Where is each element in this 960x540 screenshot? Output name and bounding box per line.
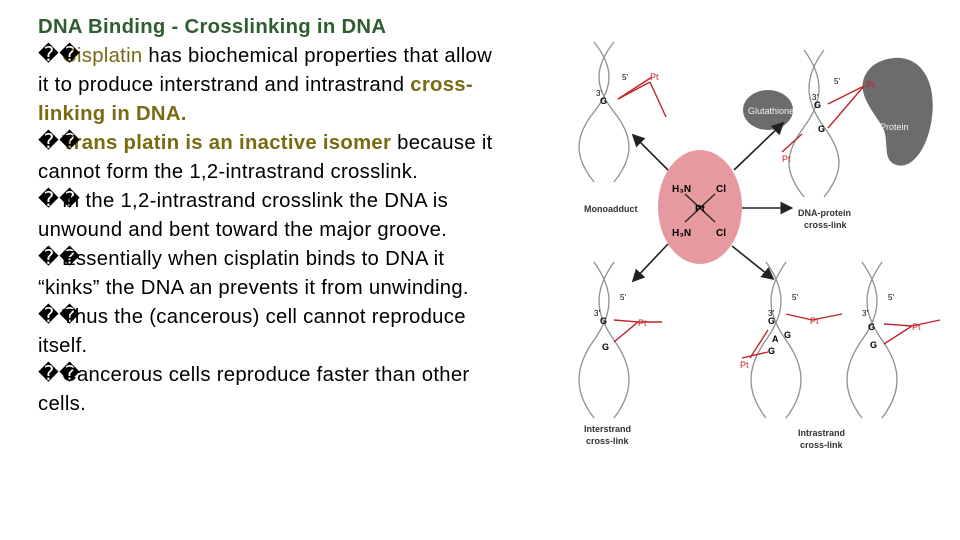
dna-helix-bottom-middle	[750, 261, 802, 419]
bullet-1: ��Cisplatin has biochemical properties t…	[38, 44, 493, 125]
pt-label-7: Pt	[912, 322, 921, 332]
five-prime-2: 5'	[834, 77, 840, 86]
protein-label: Protein	[880, 122, 909, 132]
glutathione-blob	[743, 90, 793, 130]
cisplatin-bonds	[684, 193, 716, 223]
five-prime-3: 5'	[620, 293, 626, 302]
bullet-1-emph: cross-linking in DNA.	[38, 74, 473, 125]
base-g-9: G	[868, 322, 875, 332]
interstrand-label-line-1: Interstrand	[584, 424, 631, 434]
three-prime-1: 3'	[596, 89, 602, 98]
dna-protein-label-line-2: cross-link	[804, 220, 848, 230]
five-prime-1: 5'	[622, 73, 628, 82]
bullet-1-term: Cisplatin	[62, 45, 143, 67]
pt-label-6: Pt	[740, 360, 749, 370]
base-g-3: G	[818, 124, 825, 134]
pt-label-2: Pt	[866, 80, 875, 90]
glutathione-label: Glutathione	[748, 106, 794, 116]
bullet-6: ��Cancerous cells reproduce faster than …	[38, 363, 470, 415]
base-g-7: G	[784, 330, 791, 340]
three-prime-4: 3'	[768, 309, 774, 318]
bullet-5-text: Thus the (cancerous) cell cannot reprodu…	[38, 306, 466, 357]
pt-label-3: Pt	[782, 154, 791, 164]
interstrand-label-line-2: cross-link	[586, 436, 630, 446]
bullet-6-text: Cancerous cells reproduce faster than ot…	[38, 364, 470, 415]
bullet-2: ��Trans platin is an inactive isomer bec…	[38, 131, 493, 183]
pt-label-4: Pt	[638, 318, 647, 328]
bullet-3-text: In the 1,2-intrastrand crosslink the DNA…	[38, 190, 449, 241]
cisplatin-h3n-top: H₃N	[672, 184, 691, 195]
slide-text: DNA Binding - Crosslinking in DNA ��Cisp…	[38, 13, 498, 419]
pt-label-1: Pt	[650, 72, 659, 82]
base-g-6: G	[768, 316, 775, 326]
bullet-2-text: because it cannot form the 1,2-intrastra…	[38, 132, 493, 183]
base-g-8: G	[768, 346, 775, 356]
slide-title: DNA Binding - Crosslinking in DNA	[38, 16, 387, 38]
reaction-arrows	[631, 121, 794, 283]
intrastrand-label-line-1: Intrastrand	[798, 428, 845, 438]
dna-helix-top-left	[578, 41, 630, 183]
cisplatin-crosslink-figure: H₃N Cl Pt H₃N Cl Glutathione Protein Pt …	[578, 41, 941, 450]
three-prime-5: 3'	[862, 309, 868, 318]
bullet-3: ��In the 1,2-intrastrand crosslink the D…	[38, 189, 449, 241]
base-a: A	[772, 334, 779, 344]
bullet-4-text: Essentially when cisplatin binds to DNA …	[38, 248, 469, 299]
base-g-5: G	[602, 342, 609, 352]
monoadduct-label: Monoadduct	[584, 204, 638, 214]
cisplatin-h3n-bottom: H₃N	[672, 228, 691, 239]
pt-attachment-lines	[613, 76, 941, 359]
bullet-5: ��Thus the (cancerous) cell cannot repro…	[38, 305, 466, 357]
dna-helix-bottom-right	[846, 261, 898, 419]
cisplatin-molecule	[658, 150, 742, 264]
bullet-4: ��Essentially when cisplatin binds to DN…	[38, 247, 469, 299]
three-prime-2: 3'	[812, 93, 818, 102]
base-g-4: G	[600, 316, 607, 326]
dna-helix-bottom-left	[578, 261, 630, 419]
three-prime-3: 3'	[594, 309, 600, 318]
base-g-10: G	[870, 340, 877, 350]
base-g-1: G	[600, 96, 607, 106]
cisplatin-cl-bottom: Cl	[716, 228, 726, 239]
five-prime-5: 5'	[888, 293, 894, 302]
bullet-1-text: has biochemical properties that allow it…	[38, 45, 493, 96]
protein-blob	[862, 57, 933, 166]
dna-protein-label-line-1: DNA-protein	[798, 208, 851, 218]
pt-label-5: Pt	[810, 316, 819, 326]
intrastrand-label-line-2: cross-link	[800, 440, 844, 450]
bullet-2-term: Trans platin is an inactive isomer	[62, 132, 392, 154]
dna-helix-top-right	[788, 49, 840, 198]
cisplatin-pt: Pt	[695, 204, 706, 215]
cisplatin-cl-top: Cl	[716, 184, 726, 195]
base-g-2: G	[814, 100, 821, 110]
five-prime-4: 5'	[792, 293, 798, 302]
